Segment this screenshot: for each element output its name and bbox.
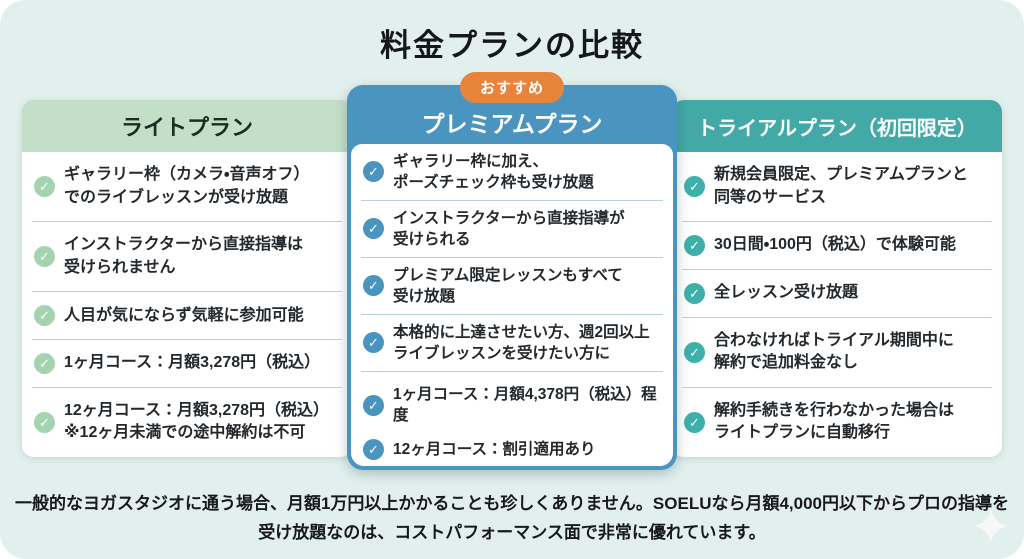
plan-column-trial: トライアルプラン（初回限定） ✓ 新規会員限定、プレミアムプランと 同等のサービ… [672, 100, 1002, 457]
feature-text: プレミアム限定レッスンもすべて 受け放題 [393, 266, 623, 305]
sparkle-icon [974, 509, 1008, 543]
check-icon: ✓ [684, 341, 705, 363]
feature-text: ギャラリー枠に加え、 ポーズチェック枠も受け放題 [393, 152, 594, 191]
check-icon: ✓ [363, 161, 384, 183]
feature-item: ✓ 本格的に上達させたい方、週2回以上 ライブレッスンを受けたい方に [361, 315, 663, 372]
feature-text: 1ヶ月コース：月額4,378円（税込）程度 [393, 385, 657, 425]
plan-body-premium: ✓ ギャラリー枠に加え、 ポーズチェック枠も受け放題 ✓ インストラクターから直… [351, 144, 673, 466]
feature-text: インストラクターから直接指導が 受けられる [393, 209, 625, 248]
feature-item: ✓ 1ヶ月コース：月額4,378円（税込）程度 [361, 378, 663, 433]
feature-item: ✓ 合わなければトライアル期間中に 解約で追加料金なし [682, 318, 992, 388]
check-icon: ✓ [34, 176, 55, 198]
check-icon: ✓ [34, 352, 55, 374]
footer-note: 一般的なヨガスタジオに通う場合、月額1万円以上かかることも珍しくありません。SO… [14, 493, 1010, 542]
feature-item: ✓ 12ヶ月コース：割引適用あり [361, 433, 663, 466]
feature-item: ✓ プレミアム限定レッスンもすべて 受け放題 [361, 258, 663, 315]
check-icon: ✓ [363, 394, 384, 416]
check-icon: ✓ [684, 411, 705, 433]
recommended-badge: おすすめ [459, 72, 565, 103]
check-icon: ✓ [363, 438, 384, 460]
feature-item: ✓ ギャラリー枠に加え、 ポーズチェック枠も受け放題 [361, 144, 663, 201]
feature-item: ✓ ギャラリー枠（カメラ・音声オフ） でのライブレッスンが受け放題 [32, 152, 342, 223]
plan-column-light: ライトプラン ✓ ギャラリー枠（カメラ・音声オフ） でのライブレッスンが受け放題… [22, 100, 352, 457]
check-icon: ✓ [684, 235, 705, 256]
check-icon: ✓ [684, 282, 705, 304]
plan-header-premium: プレミアムプラン [421, 110, 603, 137]
plan-header-trial: トライアルプラン（初回限定） [672, 100, 1002, 152]
plan-body-trial: ✓ 新規会員限定、プレミアムプランと 同等のサービス ✓ 30日間・100円（税… [672, 152, 1002, 457]
feature-item: ✓ 解約手続きを行わなかった場合は ライトプランに自動移行 [682, 388, 992, 457]
feature-text: 1ヶ月コース：月額3,278円（税込） [64, 354, 321, 372]
feature-text: 新規会員限定、プレミアムプランと 同等のサービス [714, 166, 968, 206]
feature-item: ✓ インストラクターから直接指導は 受けられません [32, 222, 342, 293]
plan-header-light: ライトプラン [22, 100, 352, 152]
feature-text: 人目が気にならず気軽に参加可能 [64, 306, 304, 324]
feature-item: ✓ 新規会員限定、プレミアムプランと 同等のサービス [682, 152, 992, 223]
check-icon: ✓ [34, 246, 55, 268]
check-icon: ✓ [684, 176, 705, 198]
plan-column-premium: おすすめ プレミアムプラン ✓ ギャラリー枠に加え、 ポーズチェック枠も受け放題… [347, 72, 677, 470]
check-icon: ✓ [34, 411, 55, 433]
feature-text: インストラクターから直接指導は 受けられません [64, 236, 304, 276]
feature-text: 合わなければトライアル期間中に 解約で追加料金なし [714, 332, 954, 372]
feature-text: ギャラリー枠（カメラ・音声オフ） でのライブレッスンが受け放題 [64, 166, 310, 206]
check-icon: ✓ [363, 332, 384, 354]
check-icon: ✓ [34, 305, 55, 327]
check-icon: ✓ [363, 218, 384, 240]
feature-item: ✓ インストラクターから直接指導が 受けられる [361, 201, 663, 258]
feature-item: ✓ 12ヶ月コース：月額3,278円（税込） ※12ヶ月未満での途中解約は不可 [32, 388, 342, 457]
feature-item: ✓ 1ヶ月コース：月額3,278円（税込） [32, 340, 342, 388]
feature-text: 本格的に上達させたい方、週2回以上 ライブレッスンを受けたい方に [393, 323, 650, 362]
check-icon: ✓ [363, 275, 384, 297]
feature-text: 12ヶ月コース：割引適用あり [393, 440, 596, 458]
feature-item: ✓ 全レッスン受け放題 [682, 270, 992, 318]
feature-text: 30日間・100円（税込）で体験可能 [714, 236, 956, 254]
feature-text: 全レッスン受け放題 [714, 284, 859, 302]
feature-item: ✓ 人目が気にならず気軽に参加可能 [32, 292, 342, 341]
feature-text: 解約手続きを行わなかった場合は ライトプランに自動移行 [714, 402, 955, 442]
feature-text: 12ヶ月コース：月額3,278円（税込） ※12ヶ月未満での途中解約は不可 [64, 402, 330, 442]
page-title: 料金プランの比較 [380, 28, 644, 63]
feature-item: ✓ 30日間・100円（税込）で体験可能 [682, 222, 992, 270]
plan-body-light: ✓ ギャラリー枠（カメラ・音声オフ） でのライブレッスンが受け放題 ✓ インスト… [22, 152, 352, 457]
